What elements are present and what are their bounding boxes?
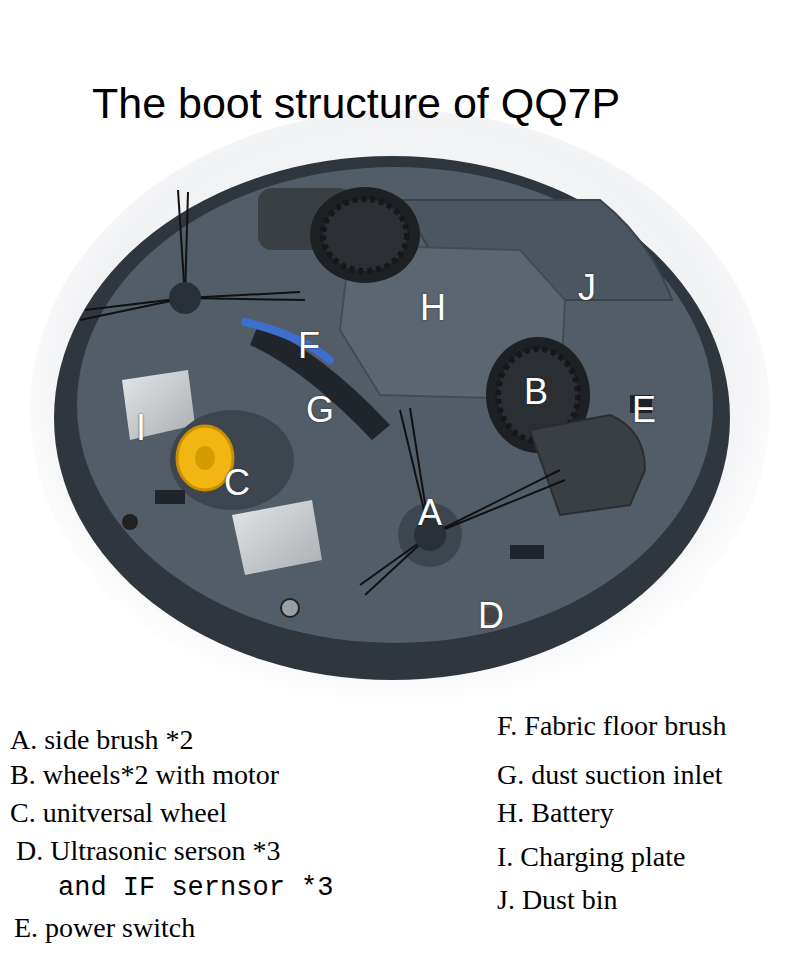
callout-letter: D: [478, 596, 504, 636]
robot-rim: [54, 156, 730, 680]
vent-slot: [510, 545, 544, 559]
callout-letter: E: [632, 390, 656, 430]
side-brush: [360, 408, 565, 595]
side-brush-hub: [169, 282, 201, 314]
part-description: C. unitversal wheel: [10, 798, 227, 829]
part-description: E. power switch: [14, 913, 195, 944]
charging-plate: [232, 500, 322, 575]
wheel-tread: [323, 199, 407, 271]
vent-slot: [155, 490, 185, 504]
wheel-recess: [170, 410, 294, 510]
part-description: G. dust suction inlet: [497, 760, 723, 791]
callout-letter: I: [136, 408, 146, 448]
sensor: [122, 514, 138, 530]
part-description: F. Fabric floor brush: [497, 711, 727, 742]
part-description: J. Dust bin: [497, 885, 618, 916]
wheel-motor: [530, 415, 645, 515]
sensor: [281, 599, 299, 617]
callout-letter: G: [306, 390, 334, 430]
robot-base: [77, 167, 713, 643]
side-brush: [80, 190, 305, 320]
universal-wheel-hub: [195, 446, 215, 470]
part-description: A. side brush *2: [10, 725, 194, 756]
callout-letter: F: [298, 326, 320, 366]
part-description: B. wheels*2 with motor: [10, 760, 279, 791]
part-description: and IF sernsor *3: [58, 874, 333, 904]
title: The boot structure of QQ7P: [92, 80, 620, 127]
callout-letter: C: [224, 463, 250, 503]
backdrop: [30, 110, 770, 710]
callout-letter: A: [418, 493, 442, 533]
part-description: D. Ultrasonic serson *3: [16, 836, 280, 867]
part-description: I. Charging plate: [497, 842, 685, 873]
part-description: H. Battery: [497, 798, 614, 829]
callout-letter: H: [420, 288, 446, 328]
wheel: [310, 187, 420, 283]
callout-letter: J: [578, 268, 596, 308]
callout-letter: B: [524, 372, 548, 412]
